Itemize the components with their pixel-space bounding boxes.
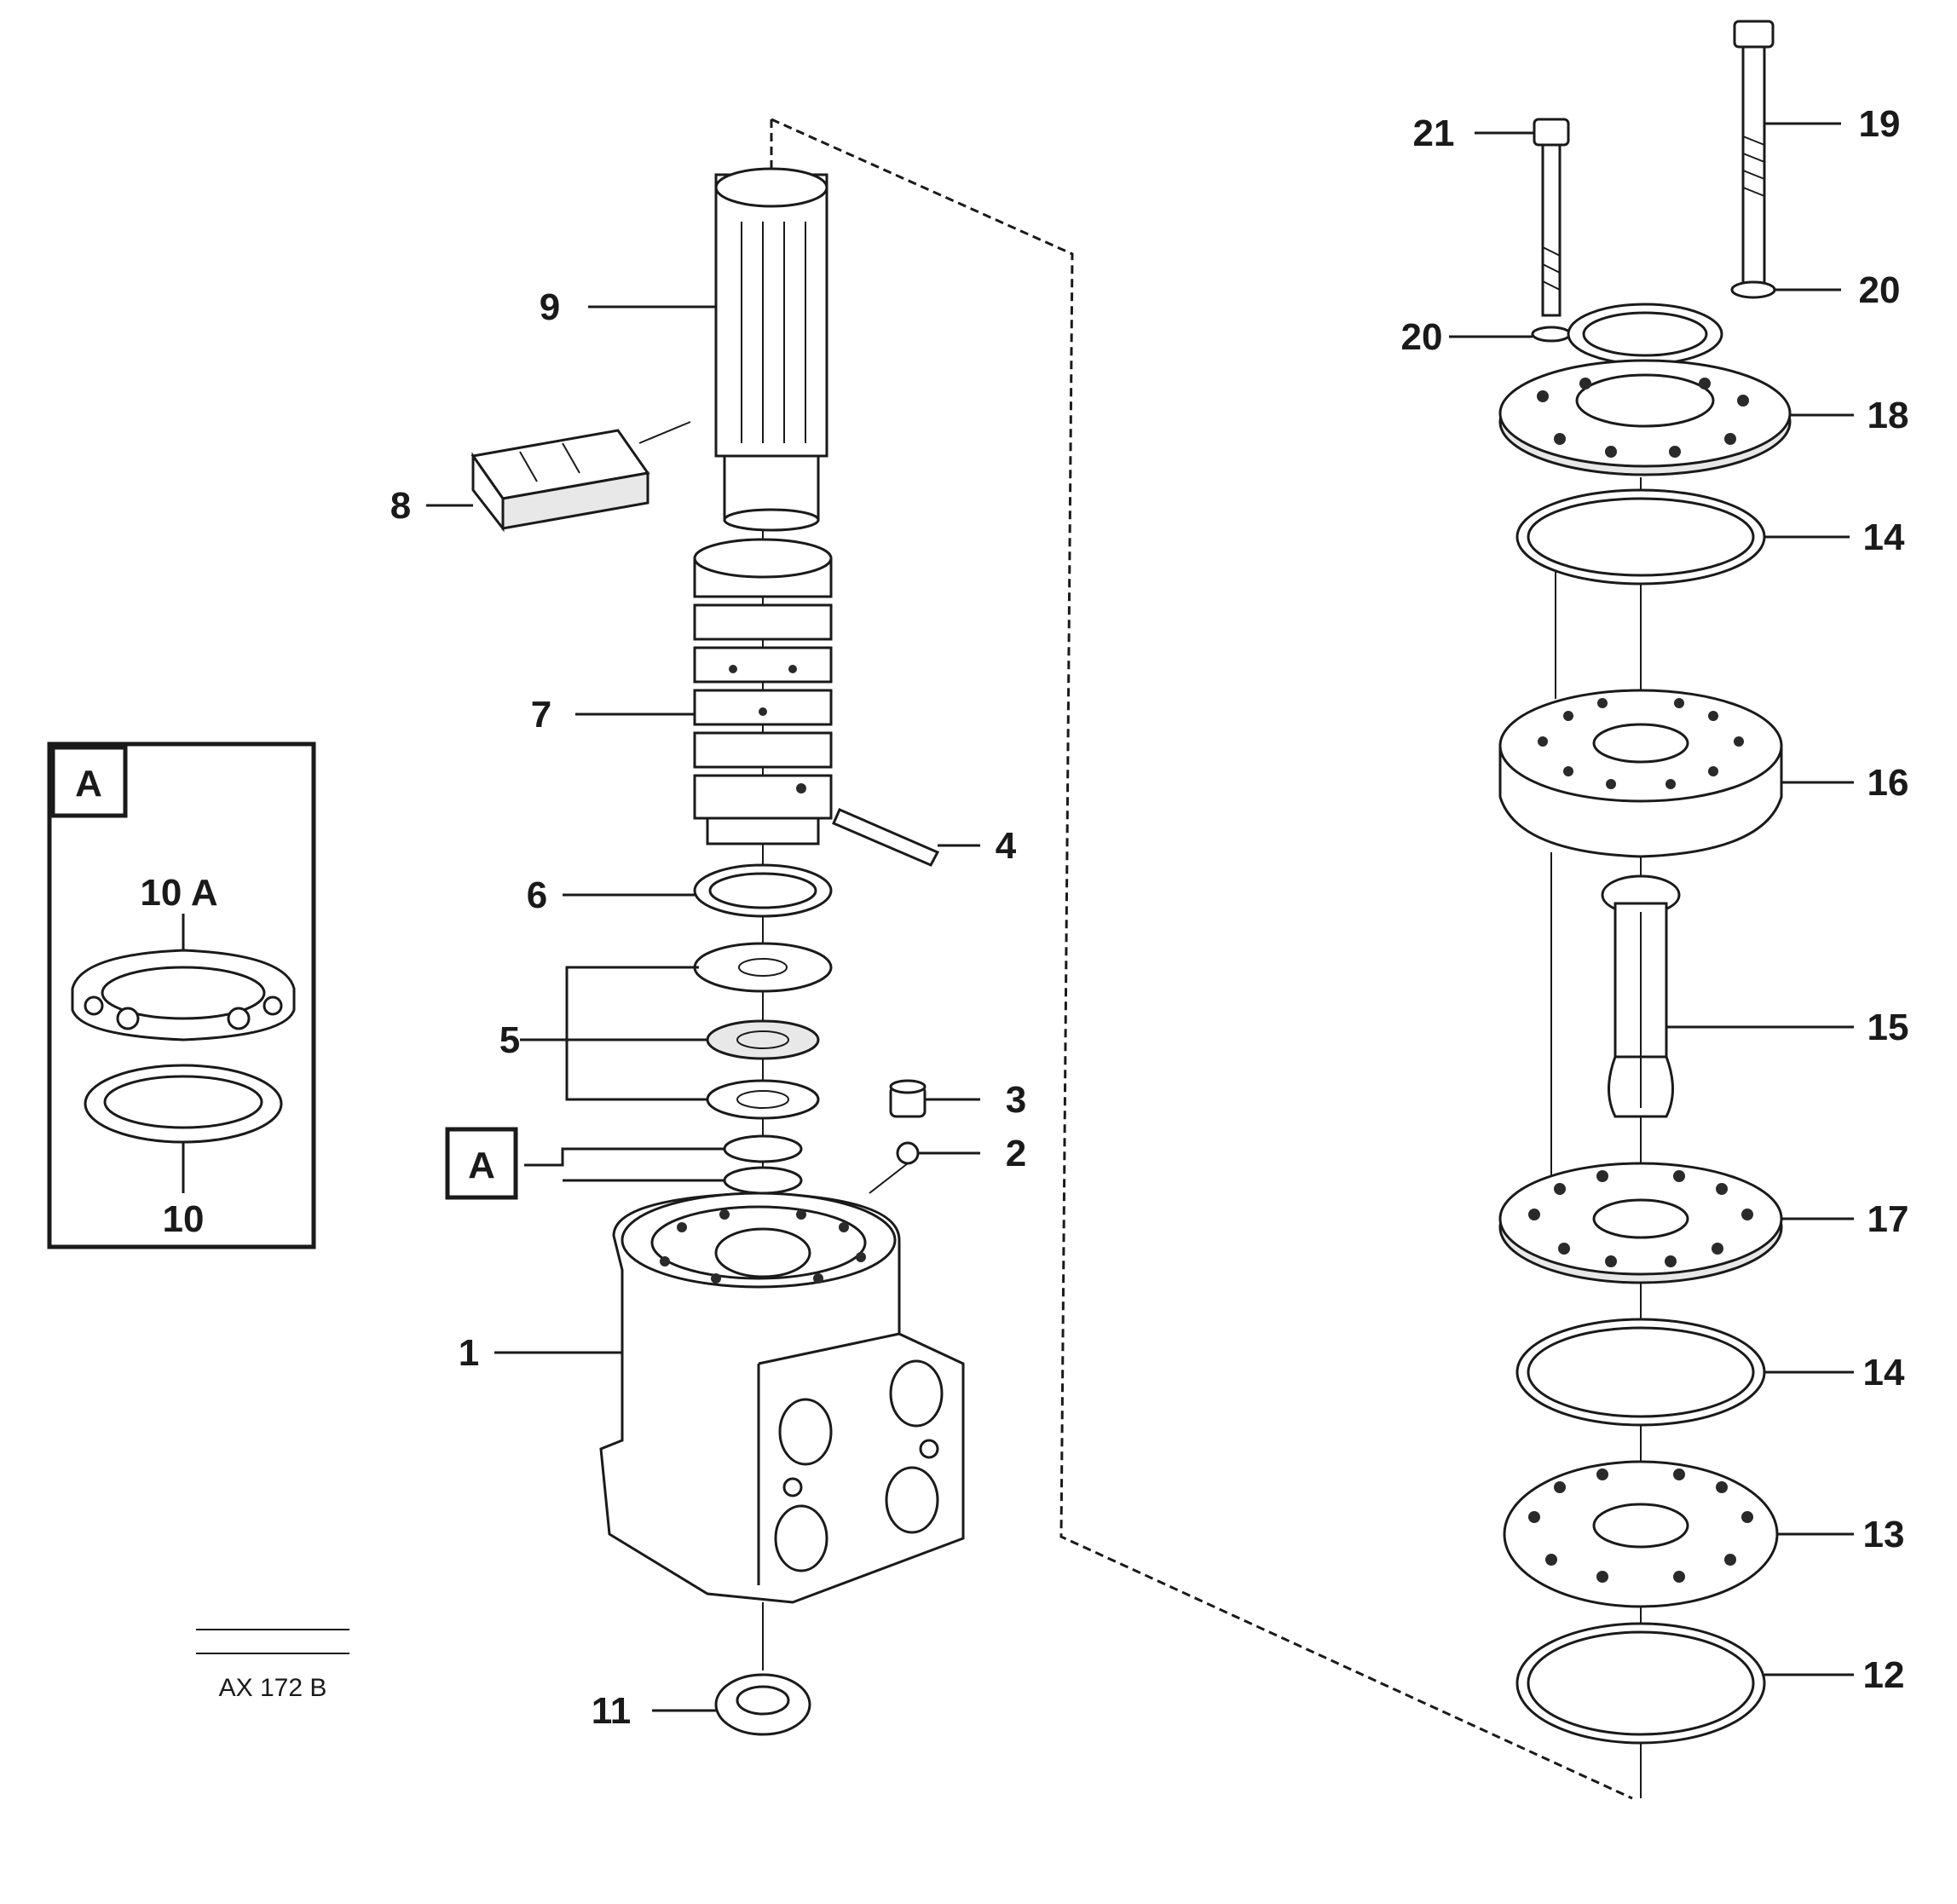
detail-label-10: 10 [163, 1198, 205, 1240]
part-9-spline-sleeve [714, 167, 828, 532]
callout-18: 18 [1868, 395, 1909, 436]
part-16-rotor-set [1498, 689, 1783, 858]
part-12-oring [1515, 1622, 1766, 1745]
callout-2: 2 [1006, 1133, 1026, 1174]
callout-11: 11 [592, 1690, 632, 1732]
drawing-code: AX 172 B [219, 1674, 327, 1702]
part-20-washer-left [1531, 326, 1572, 343]
part-4-pin [832, 808, 940, 867]
drawing-reference-block: AX 172 B [196, 1629, 349, 1702]
detail-inset-a: A 10 A 10 [47, 741, 316, 1249]
part-7-spool-stack [693, 538, 833, 845]
detail-part-10a-seal [71, 949, 296, 1041]
part-21-bolt [1533, 118, 1570, 317]
detail-label-10a: 10 A [140, 872, 217, 914]
part-5-washer-set [693, 942, 833, 1120]
part-14-oring-lower [1515, 1318, 1766, 1427]
detail-badge-a: A [75, 763, 102, 805]
callout-labels: 9 8 7 4 6 5 3 2 1 11 21 19 20 20 18 14 1… [390, 103, 1909, 1732]
callout-20-right: 20 [1859, 269, 1901, 311]
part-13-plate [1503, 1460, 1779, 1608]
part-seal-ring-inner [1582, 311, 1708, 357]
callout-20-left: 20 [1401, 316, 1443, 358]
callout-21: 21 [1413, 113, 1455, 154]
leader-lines [426, 122, 1854, 1712]
part-17-plate [1498, 1162, 1783, 1284]
callout-6: 6 [527, 874, 547, 916]
dashed-assembly-connector [770, 118, 1633, 1800]
part-11-plug [714, 1673, 811, 1736]
callout-19: 19 [1859, 103, 1901, 145]
part-8-block [470, 429, 650, 533]
part-20-washer-right [1730, 280, 1776, 299]
callout-7: 7 [531, 694, 551, 736]
part-2-ball [869, 1141, 920, 1194]
detail-badge-box [50, 745, 128, 818]
callout-3: 3 [1006, 1079, 1026, 1121]
detail-part-10-ring [84, 1064, 283, 1144]
callout-16: 16 [1868, 762, 1909, 804]
svg-text:A: A [468, 1145, 495, 1186]
part-15-drive-shaft [1601, 874, 1681, 1118]
callout-12: 12 [1863, 1654, 1905, 1696]
part-19-bolt [1733, 20, 1775, 296]
part-18-cover-plate [1498, 359, 1792, 476]
callout-13: 13 [1863, 1514, 1905, 1555]
callout-8: 8 [390, 485, 411, 527]
reference-badge-a: A [445, 1127, 518, 1200]
part-6-ring [693, 863, 833, 918]
callout-1: 1 [459, 1332, 479, 1374]
callout-4: 4 [996, 825, 1017, 867]
part-14-oring-upper [1515, 488, 1766, 586]
callout-14-upper: 14 [1863, 516, 1905, 558]
callout-9: 9 [540, 286, 560, 328]
callout-17: 17 [1868, 1198, 1909, 1240]
callout-14-lower: 14 [1863, 1352, 1905, 1393]
part-1-housing [599, 1191, 965, 1604]
part-3-plug [889, 1079, 927, 1118]
callout-15: 15 [1868, 1007, 1909, 1048]
callout-5: 5 [499, 1019, 520, 1061]
